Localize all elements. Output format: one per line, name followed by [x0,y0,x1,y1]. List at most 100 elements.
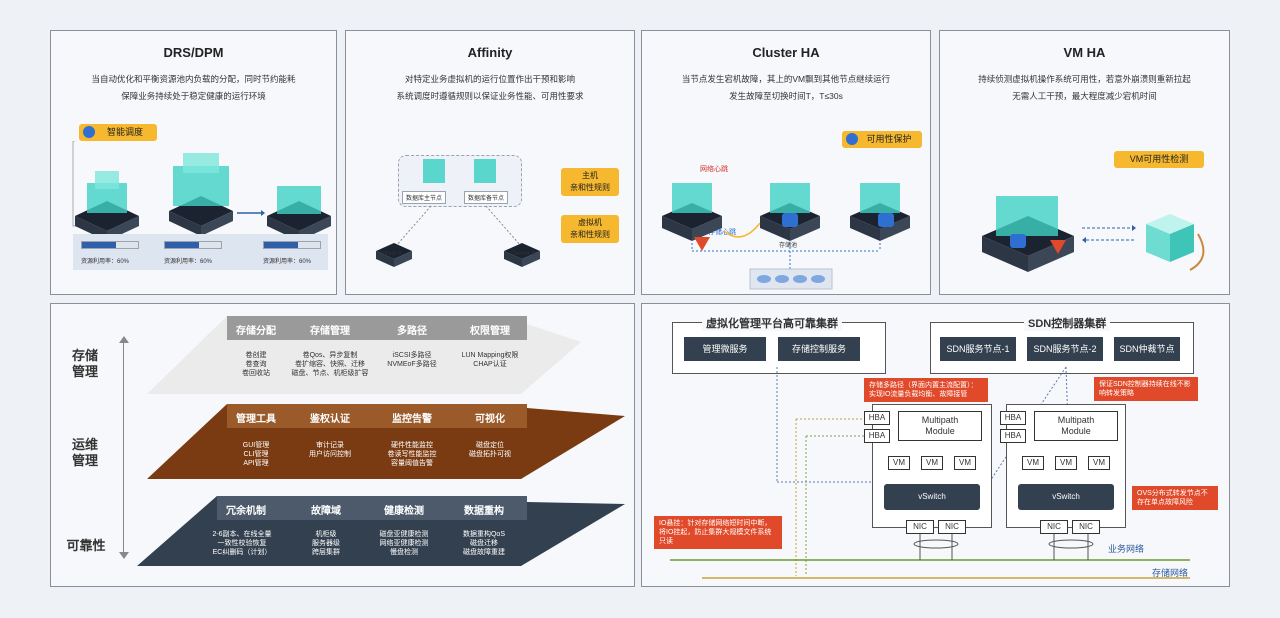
mgmt-service-box: 管理微服务 [684,337,766,361]
text-line: 磁盘故障重建 [463,549,505,556]
vmha-title: VM HA [1063,45,1106,60]
ovs-note: OVS分布式转发节点不存在单点故障风险 [1132,486,1218,510]
affinity-illustration [376,159,540,267]
text-line: 用户访问控制 [309,451,351,458]
gear-icon [83,126,95,138]
clusterha-illustration [662,183,910,290]
sdn-cluster-title: SDN控制器集群 [1024,315,1111,331]
server-3 [267,186,331,241]
text-line: 卷Qos、异步复制 [302,352,358,359]
auth-text: 审计记录 用户访问控制 [285,441,375,459]
layers-axis [123,342,124,554]
hba-2b: HBA [1000,429,1026,443]
health-text: 磁盘亚健康检测 网络亚健康检测 慢盘检测 [359,530,449,557]
reliability-layer-label: 可靠性 [66,538,106,553]
server-b [504,243,540,267]
util-fill-1 [82,242,116,248]
node-1 [662,183,722,251]
text-line: 磁盘定位 [476,442,504,449]
storage-network-label: 存储网络 [1152,568,1189,578]
text-line: 磁盘、节点、机柜级扩容 [291,370,369,377]
vm-availability-tag: VM可用性检测 [1114,151,1204,168]
db-primary-label: 数据库主节点 [402,191,447,204]
hba-1a: HBA [864,411,890,425]
multipath-module-2: Multipath Module [1034,411,1118,441]
node-2 [760,183,820,241]
vswitch-2: vSwitch [1018,484,1114,510]
affinity-desc-2: 系统调度时遵循规则以保证业务性能、可用性要求 [396,91,584,101]
clusterha-title: Cluster HA [752,45,820,60]
vm-affinity-rule: 虚拟机 亲和性规则 [561,215,619,243]
network-panel: 虚拟化管理平台高可靠集群 管理微服务 存储控制服务 SDN控制器集群 SDN服务… [641,303,1230,587]
monitor-text: 硬件性能监控 卷读写性能监控 容量阈值告警 [367,441,457,468]
text-line: CLI管理 [243,451,269,458]
text-line: 数据重构QoS [462,531,505,538]
affinity-panel: Affinity 对特定业务虚拟机的运行位置作出干预和影响 系统调度时遵循规则以… [345,30,635,295]
vm-1b: VM [921,456,943,470]
storage-pool-label: 存储池 [779,243,798,249]
util-fill-2 [165,242,199,248]
utilization-strip [73,234,328,270]
affinity-title: Affinity [467,45,513,60]
smart-schedule-label: 智能调度 [106,127,143,137]
text-line: 慢盘检测 [390,549,418,556]
col-multipath: 多路径 [397,326,427,337]
nic-2a: NIC [1040,520,1068,534]
text-line: 卷回收站 [242,370,270,377]
vm-1a: VM [888,456,910,470]
clusterha-desc-1: 当节点发生宕机故障，其上的VM飘到其他节点继续运行 [681,74,891,84]
text-line: 卷扩缩容、快照、迁移 [295,361,365,368]
drs-title: DRS/DPM [163,45,224,60]
util-bar-3 [263,241,321,249]
vm-2b: VM [1055,456,1077,470]
col-redundancy: 冗余机制 [226,506,266,517]
text-line: 一致性校验恢复 [217,540,267,547]
util-fill-3 [264,242,298,248]
visual-text: 磁盘定位 磁盘拓扑可视 [445,441,535,459]
col-storage-mgmt: 存储管理 [310,326,350,337]
hba-2a: HBA [1000,411,1026,425]
util-label-3: 资源利用率：60% [263,259,312,265]
storage-layer-label: 存储 管理 [63,348,107,380]
util-bar-1 [81,241,139,249]
ops-label-1: 运维 [71,437,98,452]
vmha-panel: VM HA 持续侦测虚拟机操作系统可用性，若意外崩溃则重新拉起 无需人工干预，最… [939,30,1230,295]
text-line: NVMEoF多路径 [387,361,437,368]
vm-2c: VM [1088,456,1110,470]
drs-desc-2: 保障业务持续处于稳定健康的运行环境 [121,91,266,101]
vswitch-1: vSwitch [884,484,980,510]
io-suspend-note: IO悬挂：针对存储网络短时间中断，将IO挂起，防止集群大规模文件系统只读 [654,516,782,549]
node-3 [850,183,910,241]
util-label-1: 资源利用率：60% [81,259,130,265]
server-a-label: Server A [379,251,403,257]
text-line: iSCSI多路径 [392,352,432,359]
sdn-arbiter-node: SDN仲裁节点 [1114,337,1180,361]
storage-control-box: 存储控制服务 [778,337,860,361]
text-line: GUI管理 [242,442,270,449]
axis-arrow-down [119,552,129,559]
nic-1b: NIC [938,520,966,534]
ops-layer-label: 运维 管理 [63,437,107,469]
mp2-l2: Module [1061,426,1091,436]
sdn-node-2: SDN服务节点-2 [1027,337,1103,361]
col-visual: 可视化 [475,414,505,425]
server-1 [75,171,139,241]
db-standby-label: 数据库备节点 [464,191,509,204]
text-line: 服务器级 [312,540,340,547]
text-line: CHAP认证 [473,361,507,368]
server-b-label: Server B [512,251,536,257]
hba-1b: HBA [864,429,890,443]
mp2-l1: Multipath [1057,415,1095,425]
col-health: 健康检测 [384,506,424,517]
text-line: API管理 [243,460,269,467]
clusterha-panel: Cluster HA 当节点发生宕机故障，其上的VM飘到其他节点继续运行 发生故… [641,30,931,295]
util-label-2: 资源利用率：60% [164,259,213,265]
smart-schedule-tag: 智能调度 [79,124,157,141]
text-line: 磁盘拓扑可视 [469,451,511,458]
storage-label-2: 管理 [71,364,98,379]
col-fault-domain: 故障域 [311,506,341,517]
drs-panel: DRS/DPM 当自动优化和平衡资源池内负载的分配，同时节约能耗 保障业务持续处… [50,30,337,295]
storage-alloc-text: 卷创建 卷查询 卷回收站 [211,351,301,378]
host-affinity-rule: 主机 亲和性规则 [561,168,619,196]
nic-2b: NIC [1072,520,1100,534]
